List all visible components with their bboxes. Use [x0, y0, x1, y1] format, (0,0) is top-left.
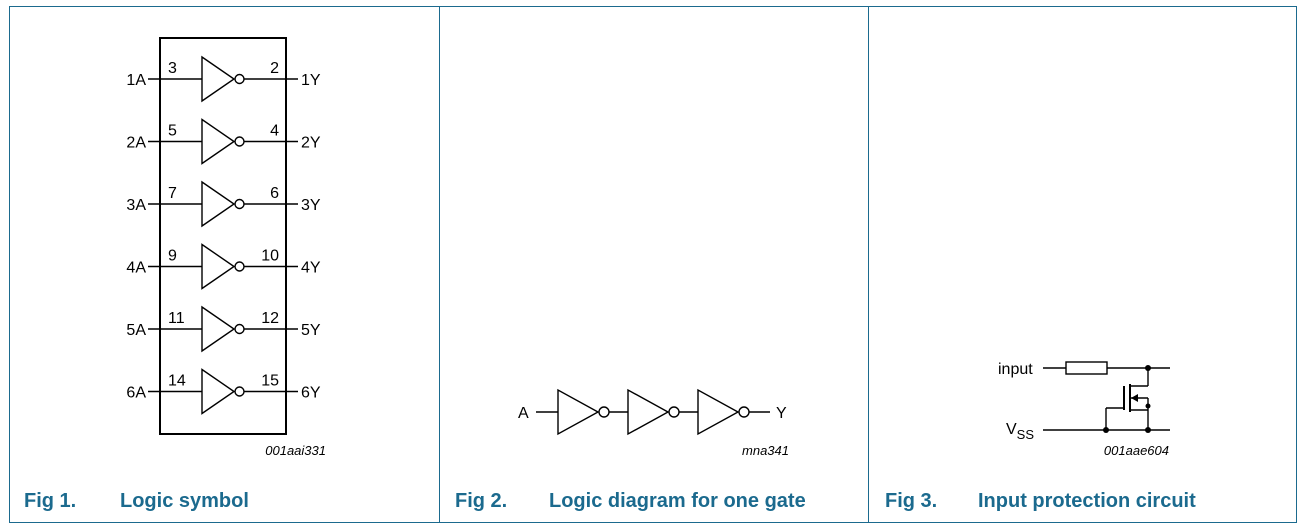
fig1-caption-number: Fig 1.: [24, 490, 76, 512]
fig1-caption-title: Logic symbol: [120, 490, 249, 512]
fig1-gate-row-2: 2A 5 4 2Y: [126, 118, 321, 165]
fig1-input-pin: 11: [168, 310, 185, 327]
fig1-inverter: [201, 180, 236, 228]
fig1-output-label: 3Y: [301, 197, 321, 214]
fig1-output-pin: 6: [270, 185, 279, 202]
fig3-caption-number: Fig 3.: [885, 490, 937, 512]
fig1-inverter: [201, 368, 236, 415]
fig1-output-pin: 4: [270, 123, 279, 140]
fig2-bubble-2: [668, 406, 680, 418]
fig1-inverter-bubble: [234, 261, 245, 272]
fig1-output-label: 5Y: [301, 322, 321, 339]
fig1-gate-row-6: 6A 14 15 6Y: [126, 368, 321, 415]
fig2-caption-title: Logic diagram for one gate: [549, 490, 806, 512]
fig1-input-label: 2A: [126, 135, 146, 152]
fig1-inverter: [201, 55, 236, 103]
fig2-panel: A Y mna341 Fig 2. Logic diagram for one …: [455, 388, 806, 512]
fig1-input-pin: 9: [168, 248, 177, 265]
fig3-mosfet-arrow: [1131, 394, 1138, 402]
fig1-inverter-bubble: [234, 198, 245, 210]
fig1-output-label: 2Y: [301, 135, 321, 152]
fig1-inverter-bubble: [234, 386, 245, 397]
fig1-output-label: 1Y: [301, 72, 321, 89]
fig1-inverter: [201, 118, 236, 165]
fig1-output-pin: 12: [261, 310, 279, 327]
fig3-input-label: input: [998, 361, 1033, 378]
fig2-output-label: Y: [776, 405, 787, 422]
fig1-inverter: [201, 243, 236, 290]
fig1-input-label: 6A: [126, 385, 146, 402]
fig2-bubble-1: [598, 406, 610, 418]
fig1-output-label: 4Y: [301, 260, 321, 277]
fig3-vss-label: VSS: [1006, 421, 1034, 442]
fig2-inverter-3: [697, 388, 740, 436]
fig1-gate-row-3: 3A 7 6 3Y: [126, 180, 321, 228]
fig1-inverter-bubble: [234, 323, 245, 335]
fig1-inverter-bubble: [234, 73, 245, 85]
fig3-panel: input VSS 001aae604 Fig 3. Input protect…: [885, 361, 1196, 512]
fig1-inverter: [201, 305, 236, 353]
fig1-input-label: 5A: [126, 322, 146, 339]
fig3-caption-title: Input protection circuit: [978, 490, 1196, 512]
fig1-output-label: 6Y: [301, 385, 321, 402]
fig1-input-pin: 14: [168, 373, 186, 390]
fig2-caption-number: Fig 2.: [455, 490, 507, 512]
fig1-gate-row-5: 5A 11 12 5Y: [126, 305, 321, 353]
fig3-code: 001aae604: [1104, 443, 1169, 458]
fig1-code: 001aai331: [265, 443, 326, 458]
fig2-code: mna341: [742, 443, 789, 458]
fig1-input-label: 4A: [126, 260, 146, 277]
fig1-package-box: [159, 37, 287, 435]
fig1-input-label: 3A: [126, 197, 146, 214]
fig1-input-pin: 7: [168, 185, 177, 202]
fig1-inverter-bubble: [234, 136, 245, 147]
fig1-input-pin: 5: [168, 123, 177, 140]
fig1-output-pin: 2: [270, 60, 279, 77]
fig2-inverter-2: [627, 388, 670, 436]
fig1-output-pin: 15: [261, 373, 279, 390]
panels-outline: [9, 6, 1297, 523]
fig2-bubble-3: [738, 406, 750, 418]
fig3-vss-sub: SS: [1017, 427, 1035, 442]
fig2-input-label: A: [518, 405, 529, 422]
fig3-node-bottom-left: [1103, 427, 1109, 433]
fig3-resistor: [1065, 361, 1108, 375]
fig3-node-bottom-right: [1145, 427, 1151, 433]
fig3-vss-main: V: [1006, 421, 1017, 438]
fig1-gate-row-4: 4A 9 10 4Y: [126, 243, 321, 290]
fig2-inverter-1: [557, 388, 600, 436]
fig1-input-pin: 3: [168, 60, 177, 77]
fig1-output-pin: 10: [261, 248, 279, 265]
fig1-gate-row-1: 1A 3 2 1Y: [126, 55, 321, 103]
fig1-input-label: 1A: [126, 72, 146, 89]
